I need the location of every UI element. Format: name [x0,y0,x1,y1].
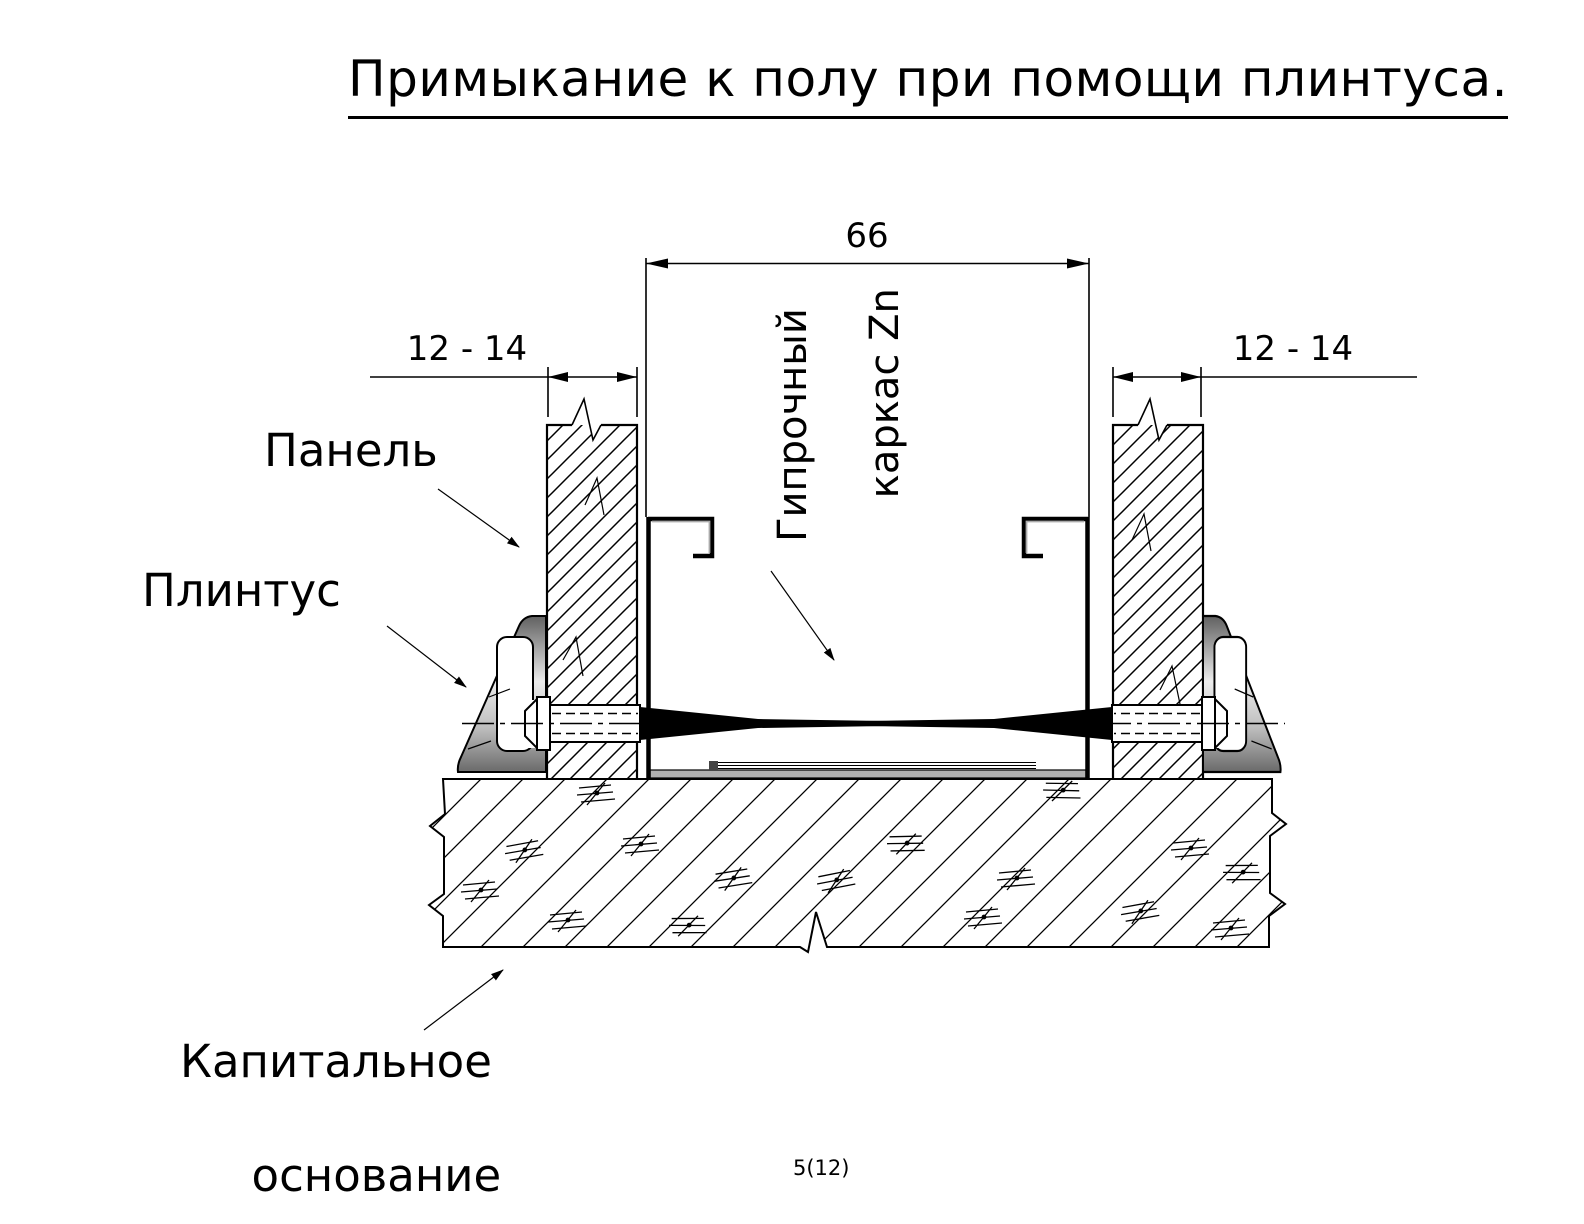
leader-panel-arrow [437,488,520,548]
label-frame-line1: Гипрочный [770,308,816,542]
dim-66-text: 66 [845,216,889,256]
dimension-left-12-14 [370,367,638,417]
right-screw [866,696,1228,751]
label-base-line2: основание [251,1149,502,1202]
label-base: Капитальное основание [180,1033,501,1204]
label-frame-line2: каркас Zn [862,288,908,499]
sealing-tape [709,761,1036,770]
dimension-right-12-14 [1112,367,1417,417]
label-panel: Панель [264,424,438,477]
dim-right-12-14-text: 12 - 14 [1232,329,1354,369]
label-frame: Гипрочный каркас Zn [770,280,908,570]
page-number: 5(12) [793,1156,850,1180]
leader-base-arrow [423,969,504,1031]
channel-bottom-flange [649,769,1087,779]
channel-right-lip [1021,516,1088,559]
left-plinth [456,615,547,773]
dim-left-12-14-text: 12 - 14 [406,329,528,369]
dimension-66 [645,258,1090,517]
channel-left-lip [648,516,715,559]
floor-slab [427,777,1288,954]
label-plinth: Плинтус [142,564,341,617]
leader-plinth-arrow [386,625,467,688]
label-base-line1: Капитальное [180,1035,492,1088]
leader-frame-arrow [770,570,835,661]
drawing-title: Примыкание к полу при помощи плинтуса. [348,50,1508,119]
